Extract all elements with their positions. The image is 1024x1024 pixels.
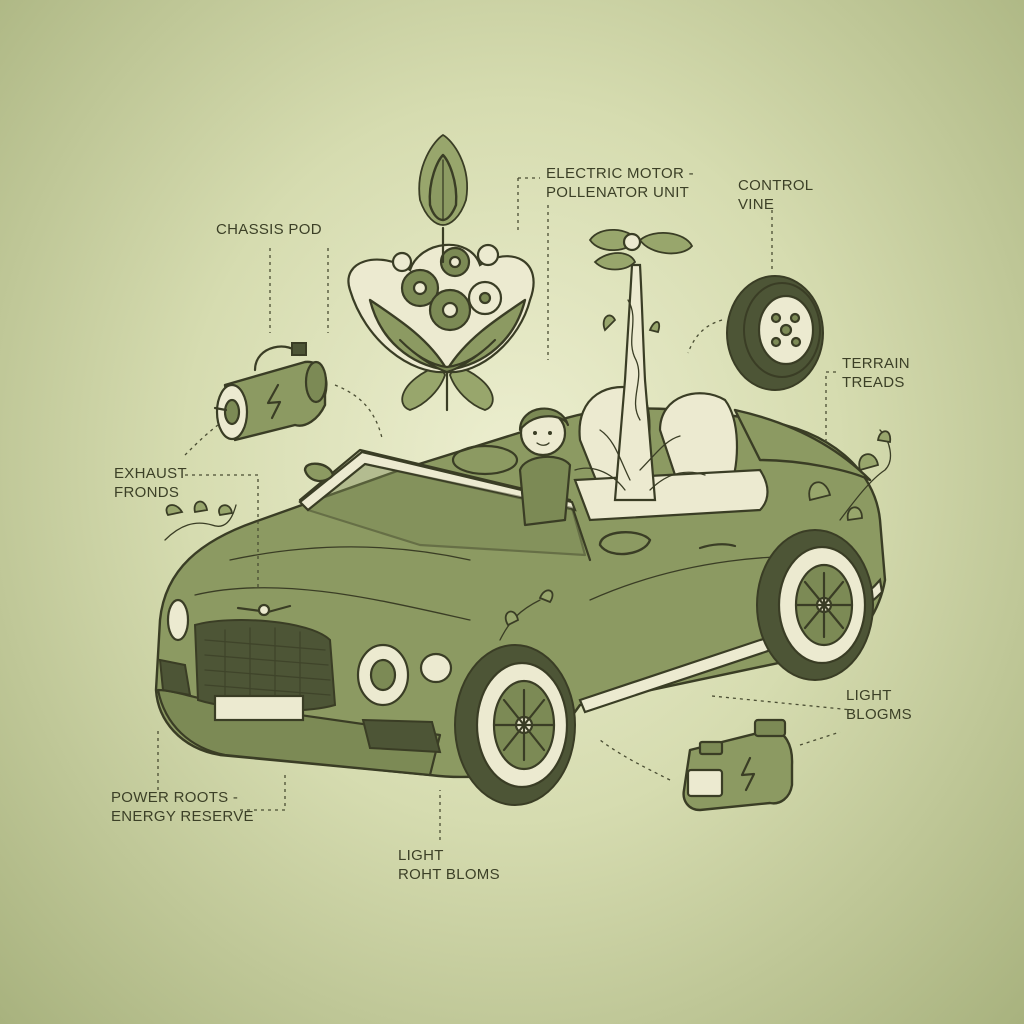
label-exhaust-fronds-line1: EXHAUST [114,465,187,482]
label-control-vine: CONTROL VINE [738,176,813,214]
label-light-roht-line2: ROHT BLOMS [398,866,500,883]
rear-wheel [756,529,874,681]
label-control-vine-line1: CONTROL [738,177,814,194]
battery-motor-icon [213,342,328,442]
label-exhaust-fronds: EXHAUST FRONDS [114,464,187,502]
label-control-vine-line2: VINE [738,196,775,213]
label-power-roots-line1: POWER ROOTS - [111,789,239,806]
label-electric-motor-line2: POLLENATOR UNIT [546,184,690,201]
gear-flower-icon [347,133,535,412]
label-electric-motor: ELECTRIC MOTOR - POLLENATOR UNIT [546,164,694,202]
car-body [154,385,887,779]
label-light-roht-bloms: LIGHT ROHT BLOMS [398,846,500,884]
wheel-icon [726,275,824,391]
label-light-blooms-line1: LIGHT [846,687,892,704]
leader-lines [157,177,853,840]
label-electric-motor-line1: ELECTRIC MOTOR - [546,165,694,182]
label-power-roots-line2: ENERGY RESERVE [111,808,254,825]
label-light-blooms: LIGHT BLOGMS [846,686,912,724]
label-exhaust-fronds-line2: FRONDS [114,484,180,501]
label-terrain-treads: TERRAIN TREADS [842,354,910,392]
label-chassis-pod-text: CHASSIS POD [216,221,322,238]
label-light-blooms-line2: BLOGMS [846,706,912,723]
label-terrain-treads-line2: TREADS [842,374,905,391]
label-power-roots: POWER ROOTS - ENERGY RESERVE [111,788,254,826]
front-wheel [454,644,576,806]
battery-icon [682,718,794,812]
label-terrain-treads-line1: TERRAIN [842,355,910,372]
control-vine-icon [574,228,706,502]
label-chassis-pod: CHASSIS POD [216,220,322,239]
label-light-roht-line1: LIGHT [398,847,444,864]
vine-decoration [164,429,892,641]
